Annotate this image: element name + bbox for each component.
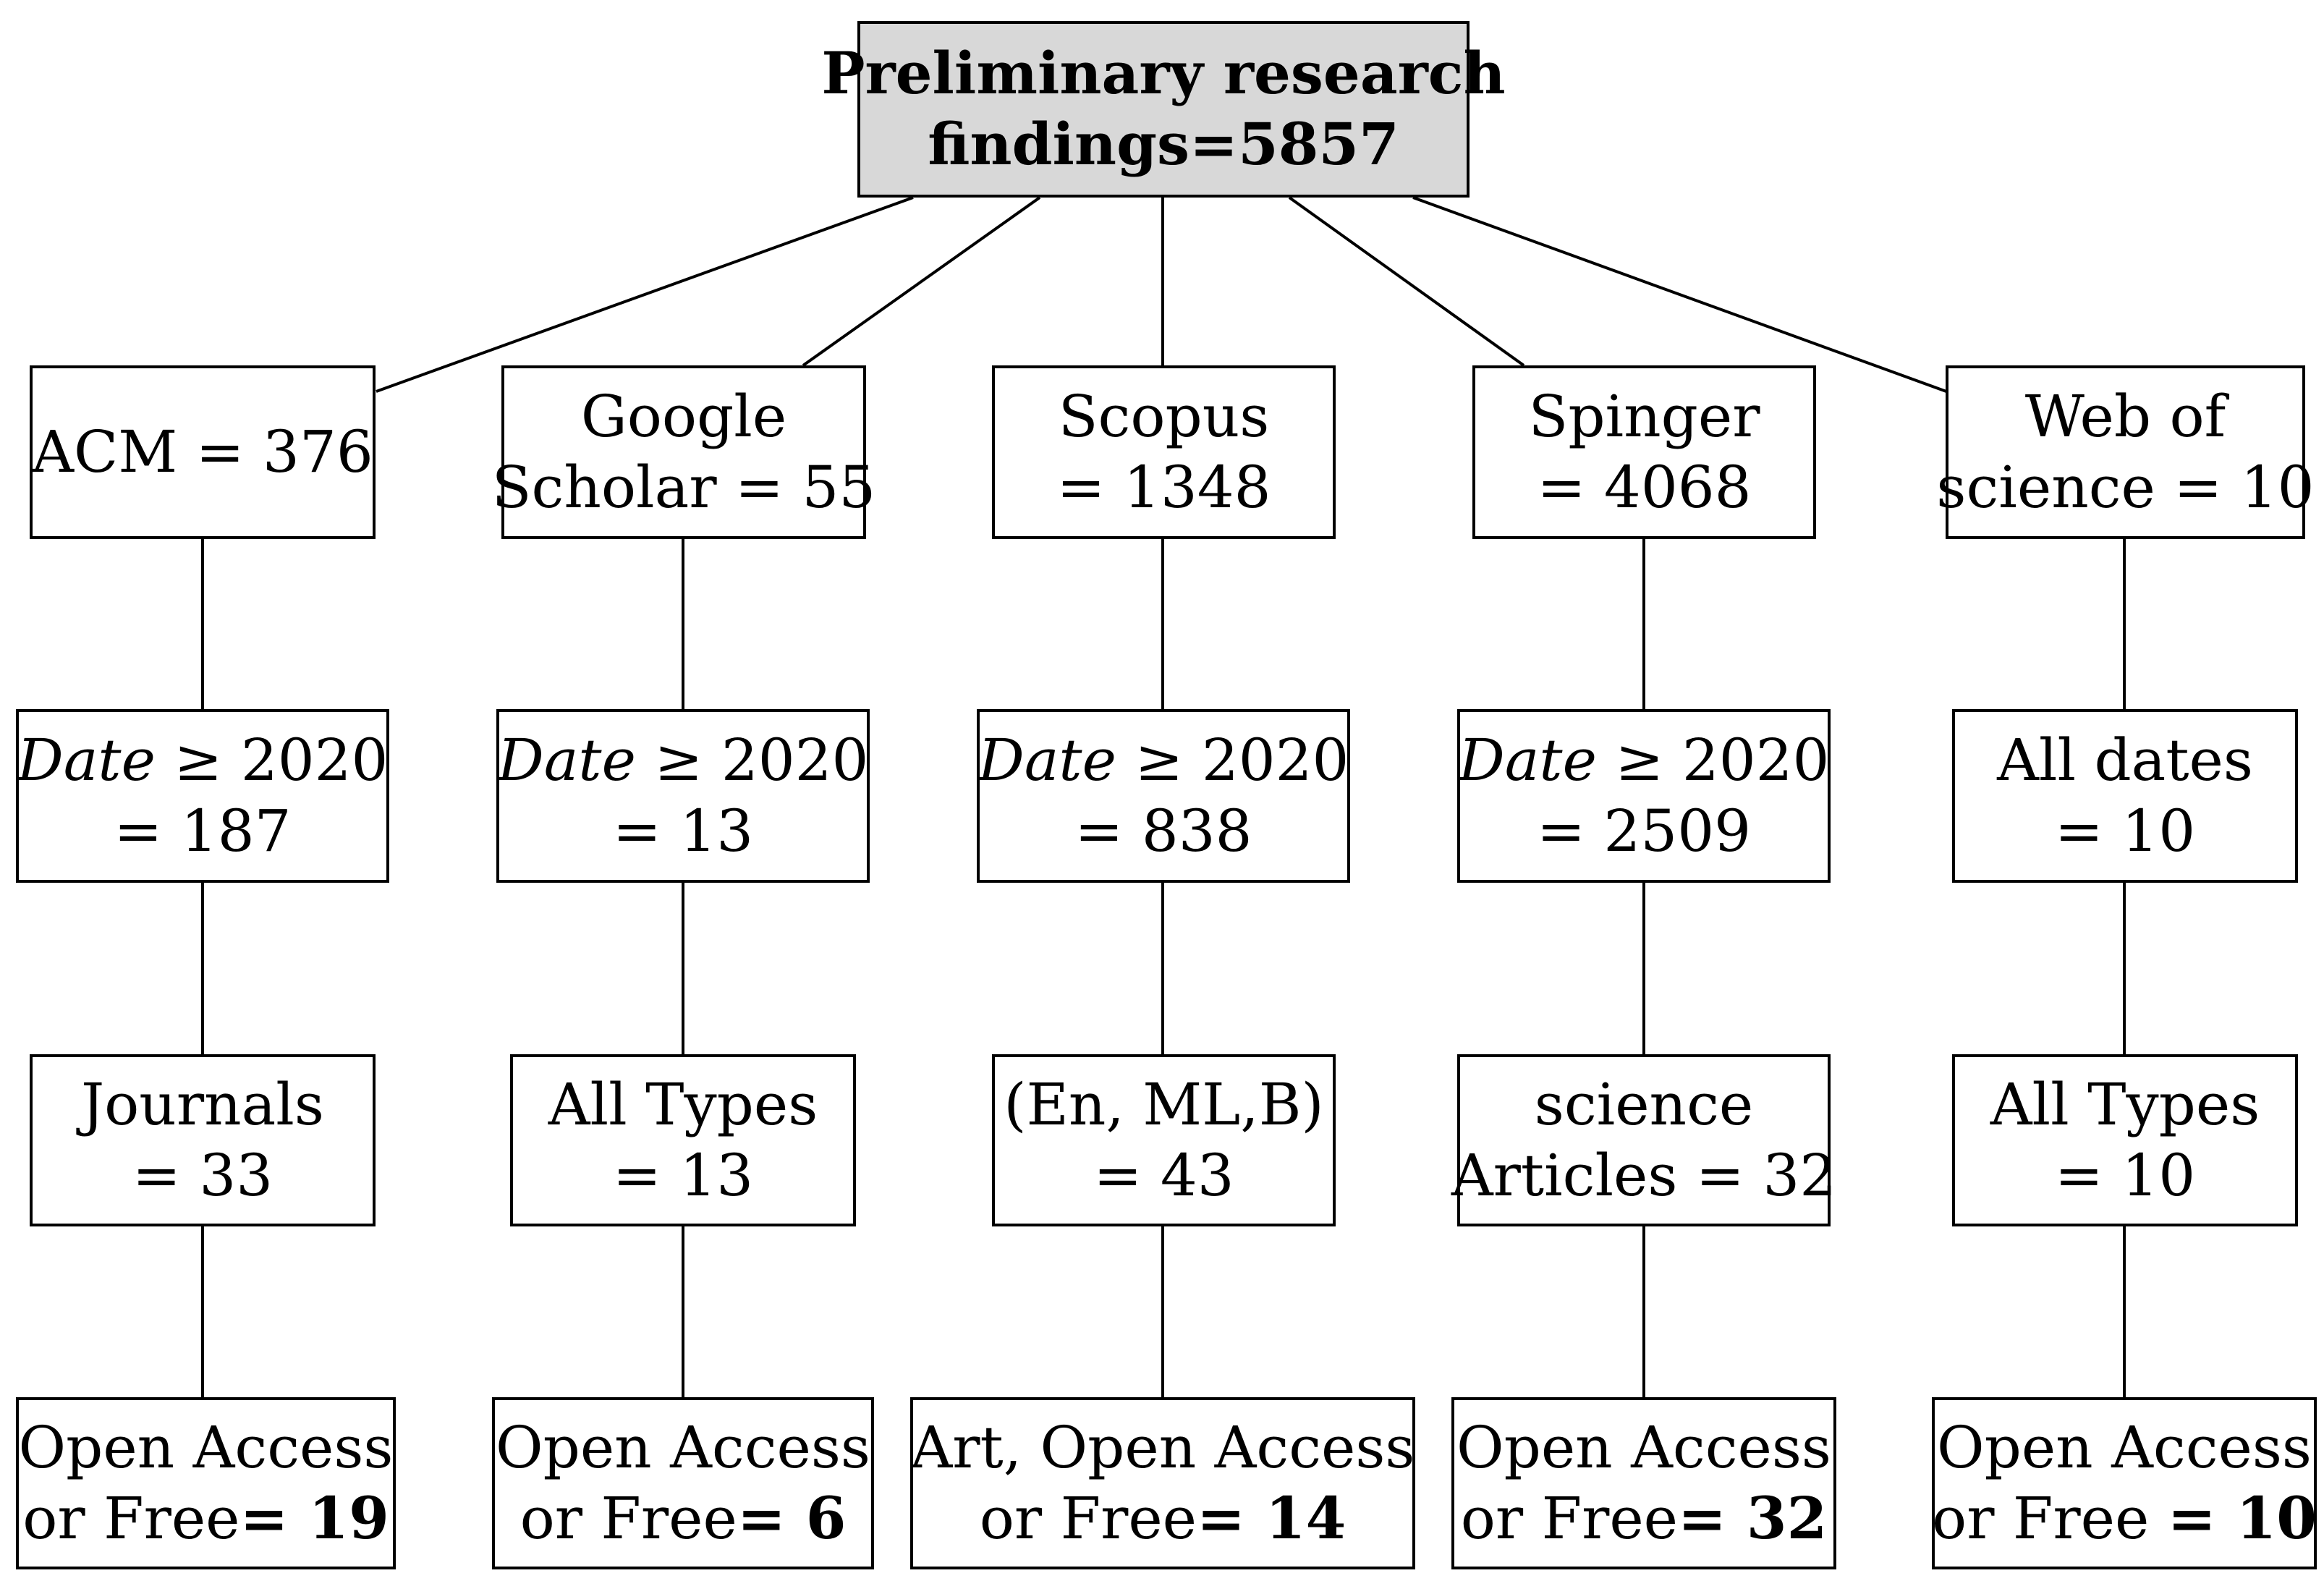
date-filter-node-springer: Date ≥ 2020 = 2509	[1457, 709, 1831, 883]
date-filter-count: = 2509	[1536, 797, 1752, 865]
type-filter-node-springer: science Articles = 32	[1451, 1054, 1836, 1226]
access-filter-count: = 6	[737, 1484, 847, 1552]
date-filter-count: = 10	[2054, 797, 2196, 865]
source-node-acm: ACM = 376	[30, 365, 376, 539]
source-line-2: = 4068	[1537, 454, 1752, 521]
edge-root-wos	[1412, 196, 1947, 393]
date-filter-line-1: Date ≥ 2020	[1459, 725, 1830, 796]
type-filter-line-2: = 13	[612, 1142, 754, 1209]
access-filter-line-1: Art, Open Access	[910, 1414, 1415, 1482]
type-filter-line-2: Articles = 32	[1451, 1142, 1837, 1209]
access-filter-line-2: or Free= 14	[980, 1483, 1347, 1554]
root-line-2: findings=5857	[928, 110, 1399, 178]
date-operator: ≥ 2020	[174, 726, 389, 794]
access-filter-line-2: or Free= 6	[520, 1483, 847, 1554]
source-line-2: science = 10	[1936, 454, 2315, 521]
source-line-1: ACM = 376	[32, 418, 373, 486]
type-filter-line-2: = 43	[1093, 1142, 1234, 1209]
date-filter-count: = 13	[612, 797, 754, 865]
access-filter-node-scopus: Art, Open Access or Free= 14	[910, 1397, 1415, 1569]
date-label: Date	[977, 726, 1116, 794]
date-filter-node-google-scholar: Date ≥ 2020 = 13	[496, 709, 870, 883]
access-filter-prefix: or Free	[1460, 1485, 1679, 1552]
date-filter-line-1: Date ≥ 2020	[978, 725, 1349, 796]
source-line-2: Scholar = 55	[491, 454, 876, 521]
root-node: Preliminary research findings=5857	[821, 21, 1506, 198]
type-filter-node-scopus: (En, ML,B) = 43	[992, 1054, 1336, 1226]
access-filter-line-1: Open Access	[1456, 1414, 1831, 1482]
source-node-web-of-science: Web of science = 10	[1936, 365, 2315, 539]
access-filter-node-acm: Open Access or Free= 19	[16, 1397, 396, 1569]
source-line-1: Web of	[2024, 383, 2226, 451]
type-filter-line-1: science	[1534, 1071, 1754, 1139]
date-label: Date	[1458, 726, 1597, 794]
access-filter-prefix: or Free	[519, 1485, 737, 1552]
source-line-2: = 1348	[1056, 454, 1271, 521]
access-filter-count: = 14	[1197, 1484, 1347, 1552]
type-filter-line-1: (En, ML,B)	[1004, 1071, 1324, 1139]
date-operator: ≥ 2020	[1615, 726, 1830, 794]
type-filter-node-google-scholar: All Types = 13	[510, 1054, 856, 1226]
access-filter-count: = 19	[239, 1484, 389, 1552]
access-filter-node-web-of-science: Open Access or Free = 10	[1932, 1397, 2317, 1569]
date-operator: ≥ 2020	[1135, 726, 1349, 794]
date-label: Date	[17, 726, 156, 794]
type-filter-node-acm: Journals = 33	[30, 1054, 376, 1226]
access-filter-line-2: or Free = 10	[1932, 1483, 2317, 1554]
type-filter-line-1: Journals	[81, 1071, 324, 1139]
root-line-1: Preliminary research	[821, 39, 1506, 108]
source-node-google-scholar: Google Scholar = 55	[492, 365, 875, 539]
source-node-springer: Spinger = 4068	[1472, 365, 1816, 539]
date-label: Date	[497, 726, 636, 794]
date-operator: ≥ 2020	[654, 726, 869, 794]
source-line-1: Scopus	[1058, 383, 1270, 451]
access-filter-line-1: Open Access	[496, 1414, 870, 1482]
date-filter-count: = 838	[1074, 797, 1252, 865]
access-filter-count: = 32	[1678, 1484, 1828, 1552]
access-filter-line-2: or Free= 19	[22, 1483, 389, 1554]
access-filter-line-1: Open Access	[1937, 1414, 2312, 1482]
date-filter-node-acm: Date ≥ 2020 = 187	[16, 709, 389, 883]
edge-root-springer	[1288, 196, 1525, 367]
access-filter-node-springer: Open Access or Free= 32	[1451, 1397, 1836, 1569]
type-filter-line-1: All Types	[548, 1071, 818, 1139]
date-filter-line-1: All dates	[1997, 726, 2253, 794]
type-filter-line-1: All Types	[1990, 1071, 2260, 1139]
date-filter-line-1: Date ≥ 2020	[498, 725, 869, 796]
edge-root-acm	[376, 196, 914, 393]
source-line-1: Google	[580, 383, 787, 451]
access-filter-node-google-scholar: Open Access or Free= 6	[492, 1397, 874, 1569]
date-filter-node-scopus: Date ≥ 2020 = 838	[977, 709, 1350, 883]
access-filter-count: = 10	[2167, 1484, 2317, 1552]
edge-root-google	[802, 196, 1041, 367]
date-filter-line-1: Date ≥ 2020	[17, 725, 389, 796]
source-node-scopus: Scopus = 1348	[992, 365, 1336, 539]
access-filter-prefix: or Free	[979, 1485, 1197, 1552]
access-filter-line-1: Open Access	[18, 1414, 394, 1482]
access-filter-line-2: or Free= 32	[1461, 1483, 1828, 1554]
type-filter-node-web-of-science: All Types = 10	[1952, 1054, 2298, 1226]
date-filter-count: = 187	[114, 797, 292, 865]
type-filter-line-2: = 10	[2054, 1142, 2196, 1209]
type-filter-line-2: = 33	[132, 1142, 273, 1209]
access-filter-prefix: or Free	[1932, 1485, 2168, 1552]
source-line-1: Spinger	[1528, 383, 1760, 451]
access-filter-prefix: or Free	[22, 1485, 240, 1552]
date-filter-node-web-of-science: All dates = 10	[1952, 709, 2298, 883]
